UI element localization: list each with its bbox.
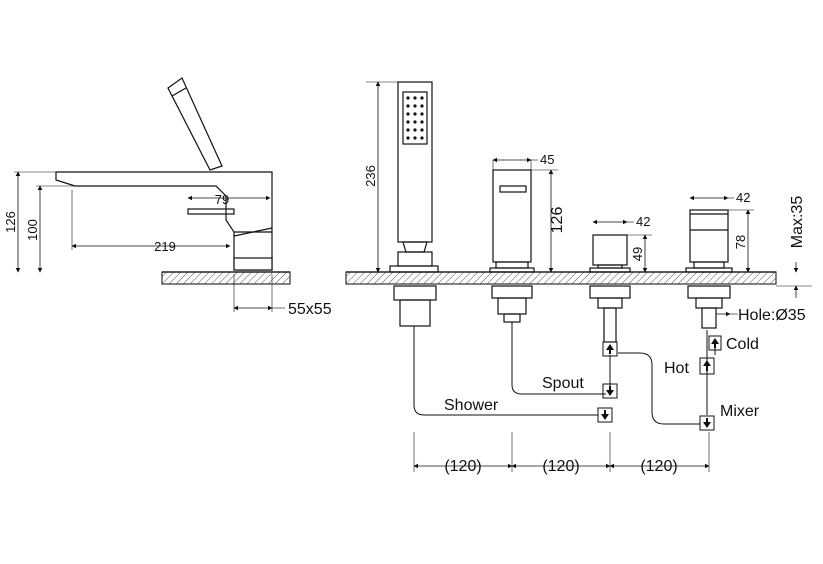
dim-side-total-height: 126 <box>3 211 18 233</box>
dim-side-spout-height: 100 <box>25 219 40 241</box>
side-deck-hatch <box>161 271 291 285</box>
dim-spacing-1: (120) <box>444 458 481 475</box>
dim-side-base: 55x55 <box>288 301 332 318</box>
dim-valve-width: 42 <box>636 214 650 229</box>
dim-side-depth-short: 79 <box>215 192 229 207</box>
dim-valve-height: 49 <box>630 247 645 261</box>
below-deck-fittings <box>393 285 731 343</box>
valve <box>589 234 631 273</box>
dim-max-deck: Max:35 <box>789 196 806 249</box>
hose-connectors <box>597 335 722 431</box>
label-spout: Spout <box>542 375 584 392</box>
mixer-valve <box>685 209 733 273</box>
dim-spout-width: 45 <box>540 152 554 167</box>
handshower <box>389 81 439 273</box>
dim-spout-height: 126 <box>549 207 566 234</box>
dim-spacing-3: (120) <box>640 458 677 475</box>
handshower-nozzles <box>406 96 424 140</box>
label-shower: Shower <box>444 397 499 414</box>
dim-side-spout-reach: 219 <box>154 239 176 254</box>
side-view <box>14 77 291 312</box>
flow-arrows <box>601 338 719 428</box>
dim-mixer-width: 42 <box>736 190 750 205</box>
spout <box>489 169 535 273</box>
label-cold: Cold <box>726 336 759 353</box>
dim-handshower-height: 236 <box>363 165 378 187</box>
label-mixer: Mixer <box>720 403 760 420</box>
side-body <box>55 171 273 271</box>
side-handle <box>167 77 223 171</box>
front-deck-hatch <box>345 271 777 285</box>
hoses <box>413 322 716 425</box>
dim-mixer-height: 78 <box>733 235 748 249</box>
label-hot: Hot <box>664 360 689 377</box>
dim-spacing-2: (120) <box>542 458 579 475</box>
front-view <box>345 81 812 472</box>
dim-hole: Hole:Ø35 <box>738 307 806 324</box>
